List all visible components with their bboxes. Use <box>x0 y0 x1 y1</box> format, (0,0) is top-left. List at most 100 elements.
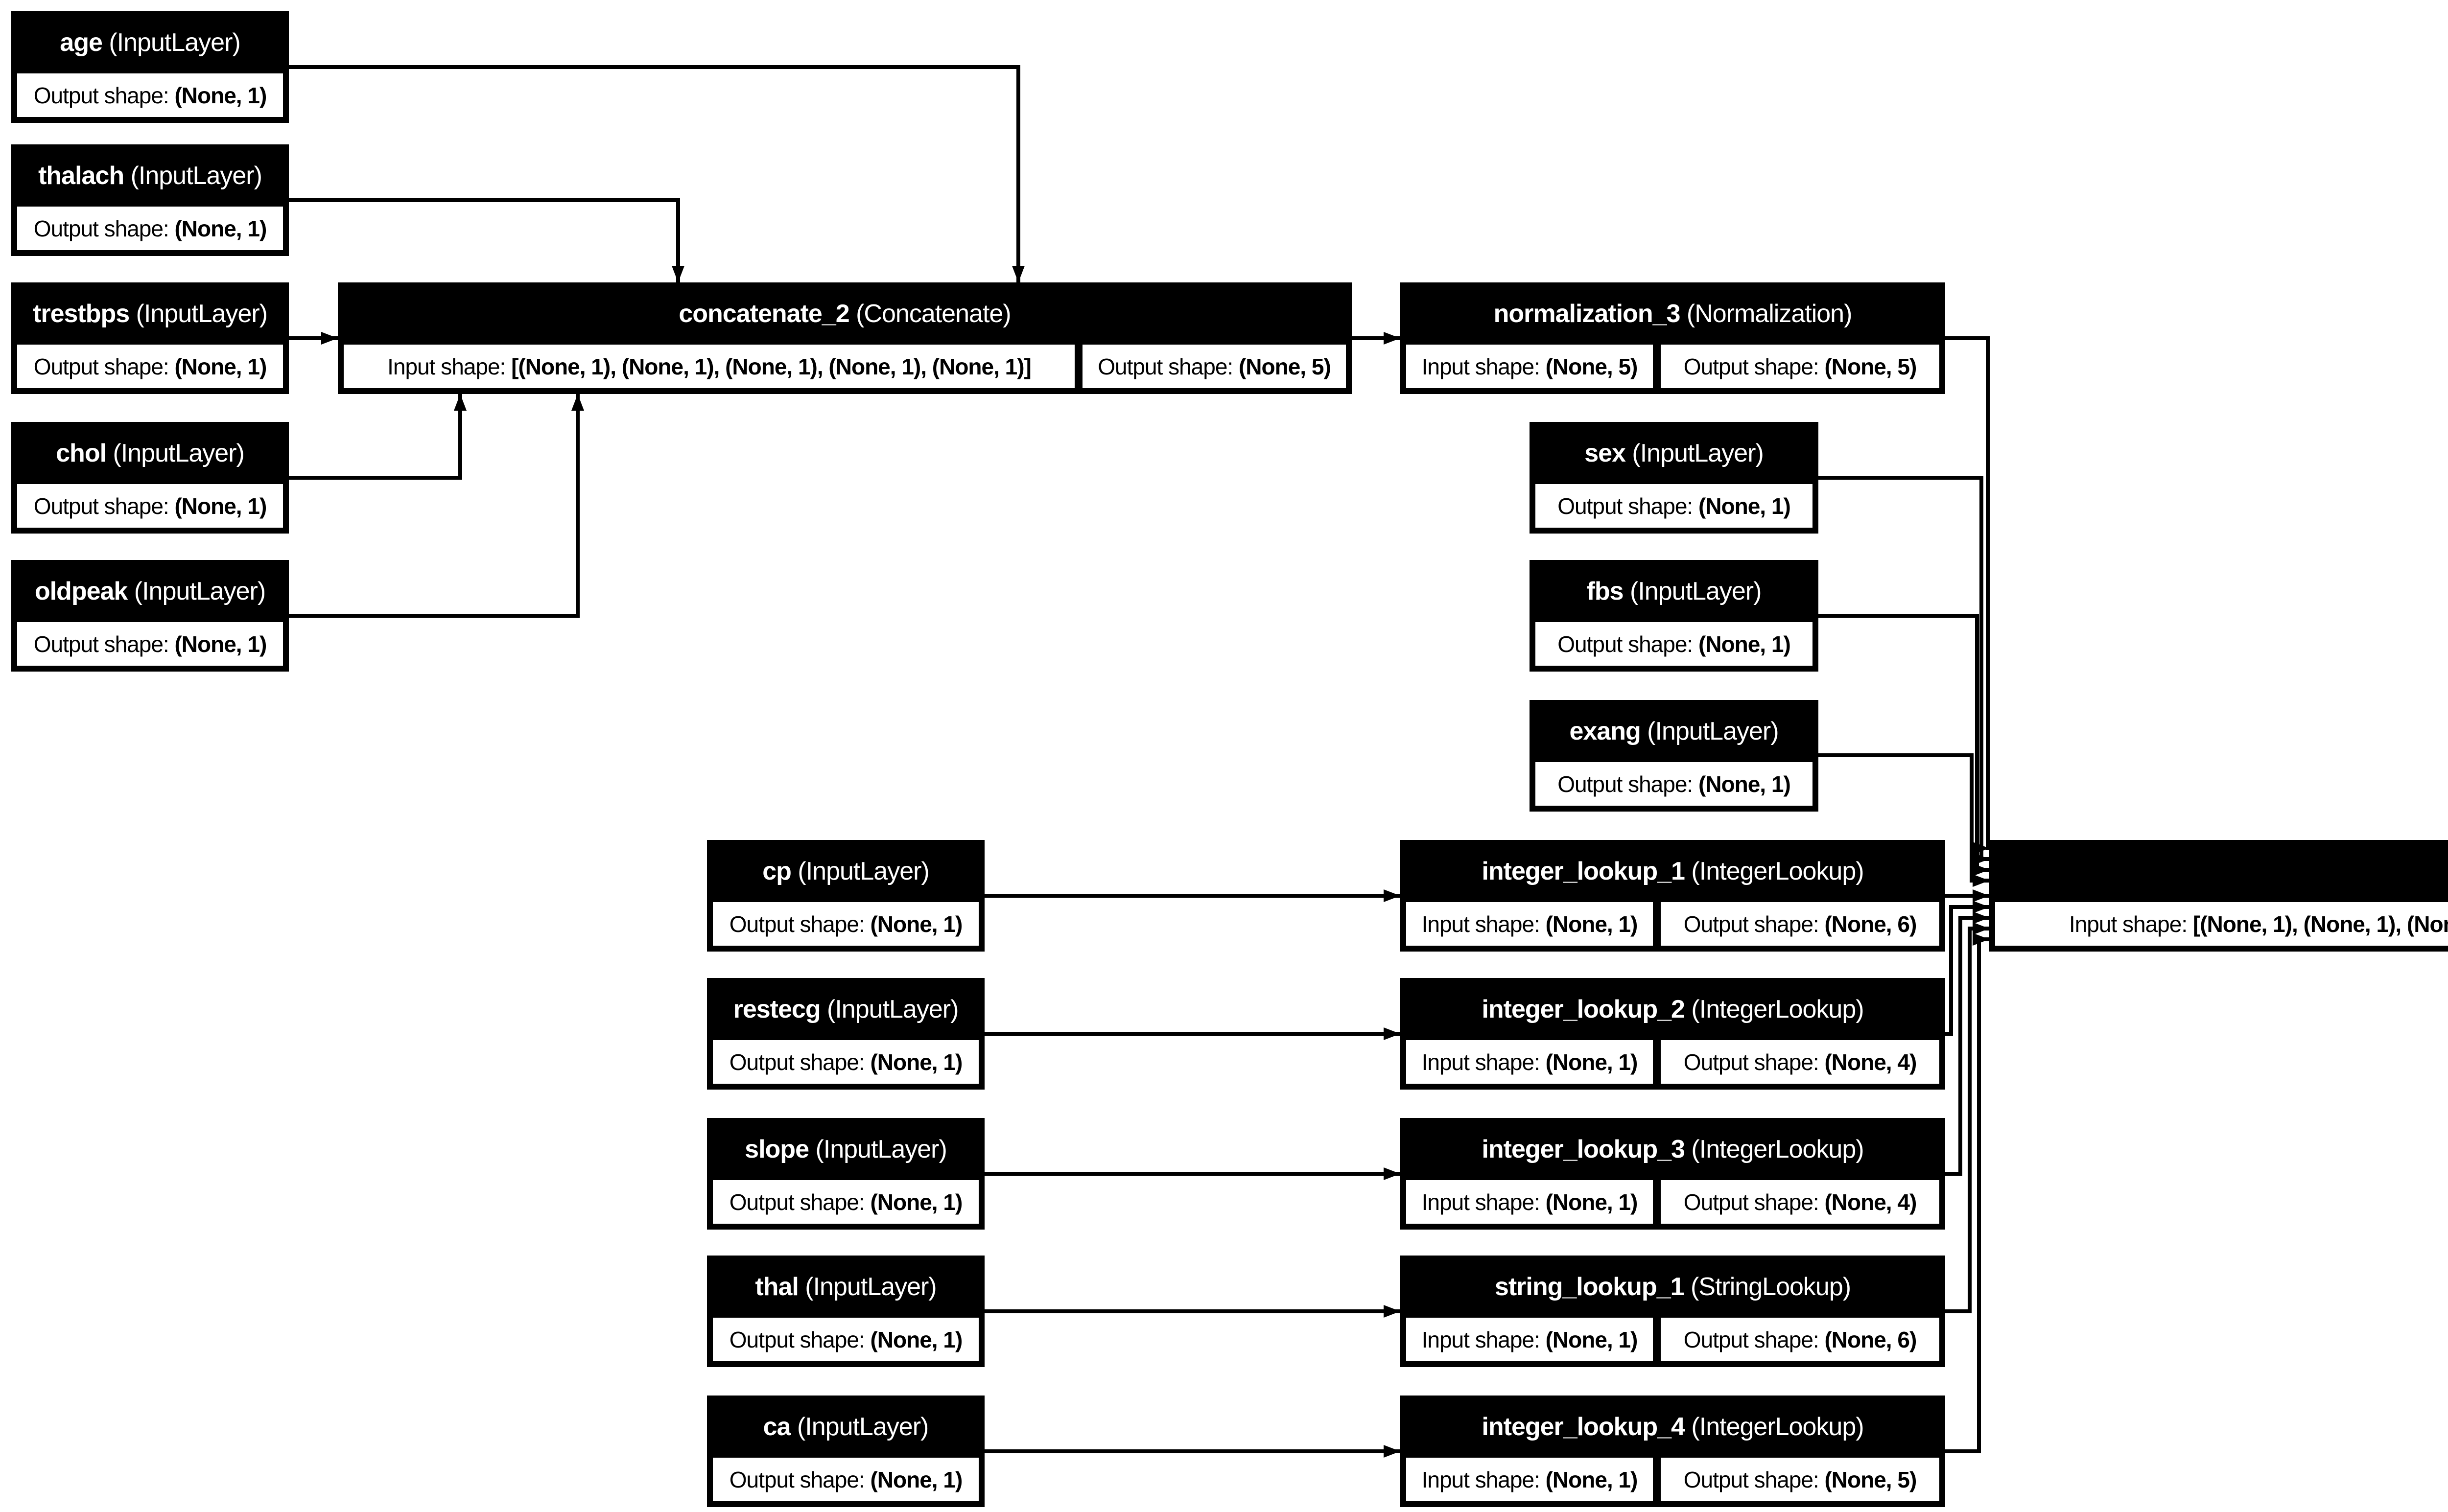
layer-title: fbs (InputLayer) <box>1530 560 1818 622</box>
shape-value: (None, 1) <box>174 82 267 108</box>
layer-node-restecg: restecg (InputLayer)Output shape: (None,… <box>707 978 985 1090</box>
layer-node-concatenate_3: concatenate_3 (Concatenate)Input shape: … <box>1989 840 2448 952</box>
layer-title: oldpeak (InputLayer) <box>11 560 289 622</box>
layer-node-ca: ca (InputLayer)Output shape: (None, 1) <box>707 1396 985 1507</box>
shape-value: (None, 5) <box>1545 353 1638 379</box>
shape-cells: Output shape: (None, 1) <box>17 345 283 388</box>
shape-value: (None, 5) <box>1824 1466 1917 1492</box>
shape-cells: Input shape: (None, 1)Output shape: (Non… <box>1406 1180 1939 1224</box>
layer-class: (IntegerLookup) <box>1684 1135 1864 1163</box>
edge-age-to-concatenate_2 <box>289 65 1025 282</box>
output-shape-cell: Output shape: (None, 1) <box>17 73 283 117</box>
shape-value: (None, 4) <box>1824 1049 1917 1075</box>
layer-name: trestbps <box>33 299 130 328</box>
output-shape-cell: Output shape: (None, 1) <box>17 207 283 250</box>
layer-class: (InputLayer) <box>1625 439 1764 467</box>
shape-label: Output shape: <box>729 1466 871 1492</box>
output-shape-cell: Output shape: (None, 1) <box>1535 484 1812 528</box>
edge-chol-to-concatenate_2 <box>289 394 467 480</box>
shape-cells: Output shape: (None, 1) <box>17 622 283 666</box>
output-shape-cell: Output shape: (None, 5) <box>1661 345 1939 388</box>
edge-sex-to-concatenate_3 <box>1818 476 1989 865</box>
layer-node-trestbps: trestbps (InputLayer)Output shape: (None… <box>11 282 289 394</box>
output-shape-cell: Output shape: (None, 1) <box>17 484 283 528</box>
output-shape-cell: Output shape: (None, 1) <box>1535 622 1812 666</box>
output-shape-cell: Output shape: (None, 1) <box>713 902 979 946</box>
shape-value: (None, 6) <box>1824 1326 1917 1352</box>
shape-label: Output shape: <box>33 631 175 657</box>
edge-integer_lookup_4-to-concatenate_3 <box>1945 933 1989 1453</box>
edge-exang-to-concatenate_3 <box>1818 753 1989 887</box>
layer-node-exang: exang (InputLayer)Output shape: (None, 1… <box>1530 700 1818 812</box>
layer-class: (Concatenate) <box>849 299 1012 328</box>
layer-name: chol <box>56 439 107 467</box>
layer-node-integer_lookup_1: integer_lookup_1 (IntegerLookup)Input sh… <box>1400 840 1945 952</box>
output-shape-cell: Output shape: (None, 5) <box>1661 1458 1939 1501</box>
output-shape-cell: Output shape: (None, 1) <box>713 1318 979 1361</box>
input-shape-cell: Input shape: (None, 5) <box>1406 345 1653 388</box>
layer-node-concatenate_2: concatenate_2 (Concatenate)Input shape: … <box>338 282 1352 394</box>
shape-label: Output shape: <box>1098 353 1239 379</box>
shape-value: (None, 4) <box>1824 1189 1917 1215</box>
shape-label: Input shape: <box>1421 1189 1546 1215</box>
shape-value: (None, 1) <box>174 215 267 241</box>
shape-label: Output shape: <box>729 1189 871 1215</box>
shape-cells: Output shape: (None, 1) <box>713 1318 979 1361</box>
layer-title: string_lookup_1 (StringLookup) <box>1400 1256 1945 1318</box>
layer-name: thal <box>755 1272 799 1301</box>
layer-title: concatenate_2 (Concatenate) <box>338 282 1352 345</box>
layer-name: integer_lookup_3 <box>1482 1135 1685 1163</box>
layer-title: integer_lookup_3 (IntegerLookup) <box>1400 1118 1945 1180</box>
layer-class: (InputLayer) <box>106 439 244 467</box>
shape-cells: Input shape: [(None, 1), (None, 1), (Non… <box>1995 902 2448 946</box>
shape-value: (None, 1) <box>174 353 267 379</box>
output-shape-cell: Output shape: (None, 5) <box>1083 345 1346 388</box>
layer-name: fbs <box>1586 577 1624 605</box>
output-shape-cell: Output shape: (None, 1) <box>713 1180 979 1224</box>
shape-label: Output shape: <box>33 82 175 108</box>
layer-class: (InputLayer) <box>791 857 929 885</box>
shape-value: (None, 1) <box>1698 771 1791 797</box>
input-shape-cell: Input shape: (None, 1) <box>1406 1318 1653 1361</box>
shape-cells: Output shape: (None, 1) <box>713 1040 979 1084</box>
layer-name: ca <box>763 1412 791 1441</box>
shape-value: (None, 1) <box>174 493 267 519</box>
layer-title: integer_lookup_4 (IntegerLookup) <box>1400 1396 1945 1458</box>
layer-class: (InputLayer) <box>809 1135 947 1163</box>
shape-cells: Output shape: (None, 1) <box>713 1180 979 1224</box>
output-shape-cell: Output shape: (None, 1) <box>17 345 283 388</box>
layer-name: thalach <box>38 161 124 190</box>
layer-title: age (InputLayer) <box>11 11 289 73</box>
layer-name: oldpeak <box>34 577 128 605</box>
layer-name: normalization_3 <box>1493 299 1681 328</box>
shape-label: Output shape: <box>729 1049 871 1075</box>
shape-cells: Output shape: (None, 1) <box>17 207 283 250</box>
layer-class: (InputLayer) <box>1640 717 1779 745</box>
shape-cells: Input shape: (None, 1)Output shape: (Non… <box>1406 1318 1939 1361</box>
input-shape-cell: Input shape: (None, 1) <box>1406 902 1653 946</box>
shape-value: (None, 5) <box>1824 353 1917 379</box>
shape-label: Output shape: <box>33 353 175 379</box>
shape-value: (None, 1) <box>1698 493 1791 519</box>
output-shape-cell: Output shape: (None, 6) <box>1661 1318 1939 1361</box>
layer-node-oldpeak: oldpeak (InputLayer)Output shape: (None,… <box>11 560 289 672</box>
layer-name: integer_lookup_2 <box>1482 995 1685 1024</box>
shape-label: Input shape: <box>2069 911 2193 937</box>
shape-label: Input shape: <box>387 353 512 379</box>
layer-class: (InputLayer) <box>124 161 262 190</box>
layer-title: normalization_3 (Normalization) <box>1400 282 1945 345</box>
shape-cells: Input shape: (None, 1)Output shape: (Non… <box>1406 902 1939 946</box>
layer-node-string_lookup_1: string_lookup_1 (StringLookup)Input shap… <box>1400 1256 1945 1367</box>
shape-label: Input shape: <box>1421 353 1546 379</box>
layer-class: (InputLayer) <box>129 299 268 328</box>
output-shape-cell: Output shape: (None, 1) <box>17 622 283 666</box>
layer-title: trestbps (InputLayer) <box>11 282 289 345</box>
layer-name: sex <box>1584 439 1626 467</box>
layer-class: (InputLayer) <box>1623 577 1762 605</box>
layer-title: slope (InputLayer) <box>707 1118 985 1180</box>
layer-title: cp (InputLayer) <box>707 840 985 902</box>
shape-cells: Input shape: (None, 1)Output shape: (Non… <box>1406 1040 1939 1084</box>
edge-integer_lookup_2-to-concatenate_3 <box>1945 901 1989 1036</box>
